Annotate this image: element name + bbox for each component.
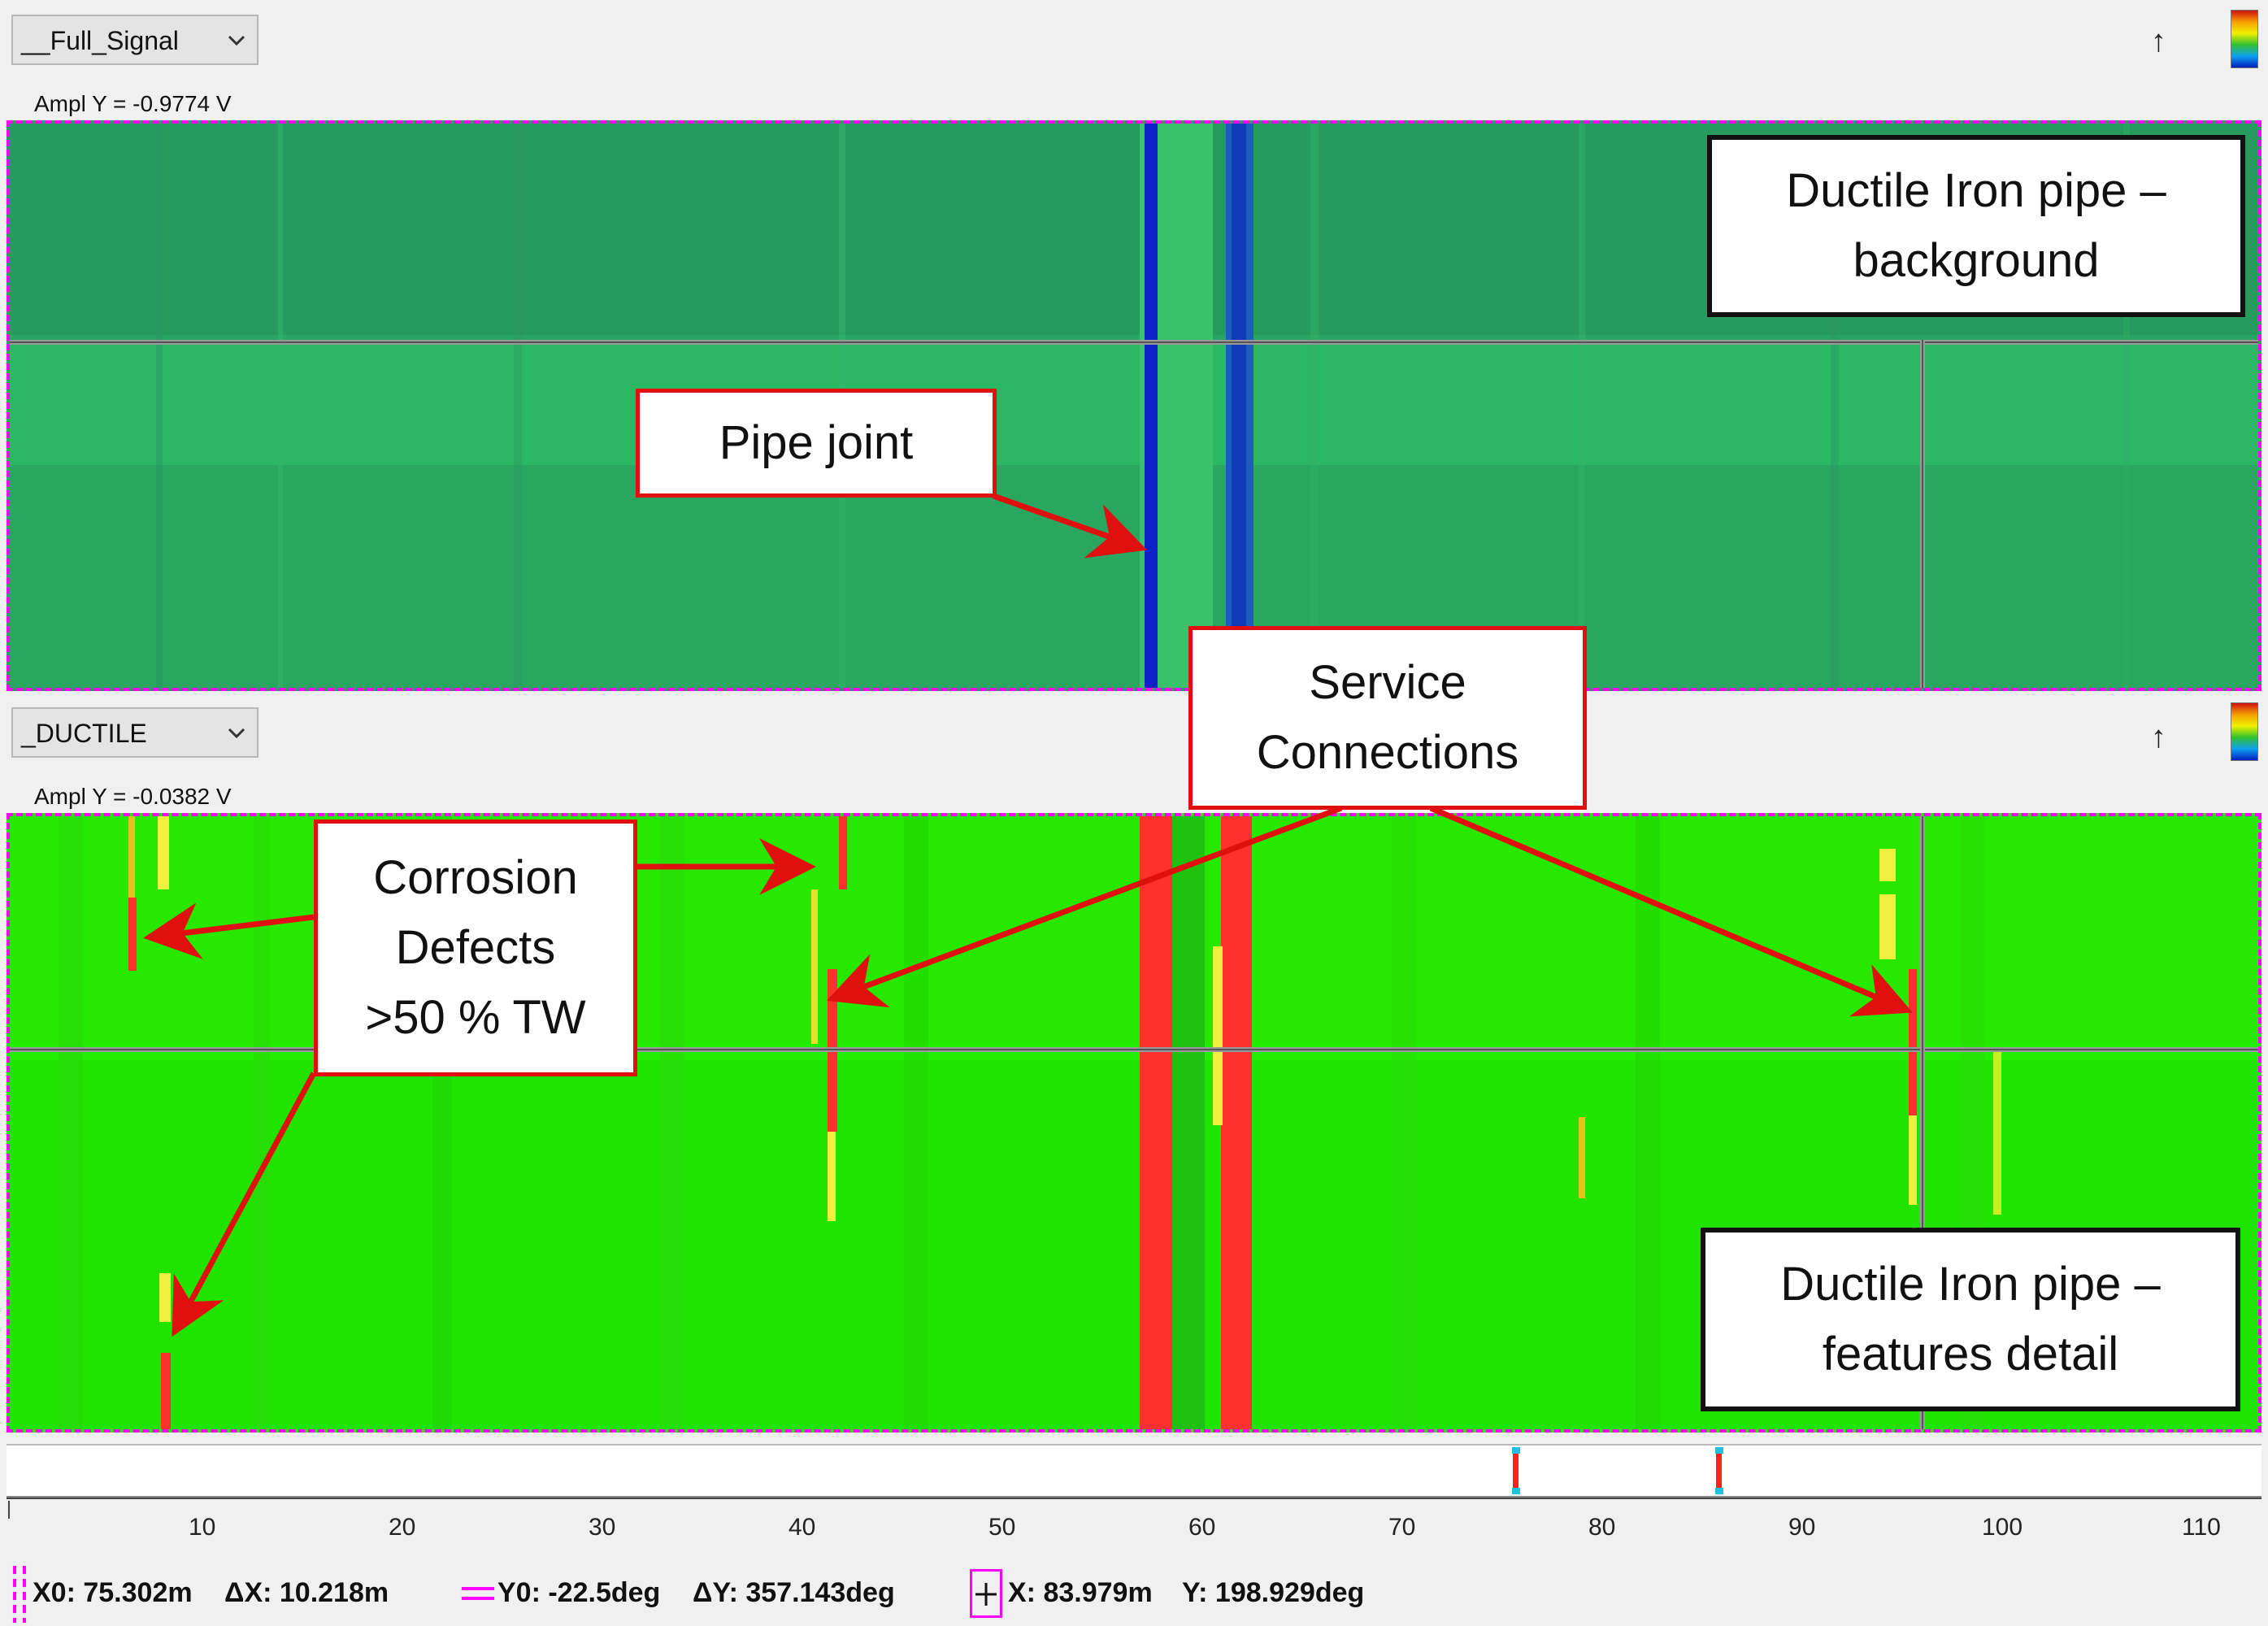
x-tick: 30 bbox=[589, 1514, 616, 1541]
y-cursor-icon bbox=[462, 1587, 494, 1600]
full-signal-texture bbox=[10, 124, 2258, 688]
cursor-dx-value: ΔX: 10.218m bbox=[224, 1577, 389, 1608]
x-tick: 60 bbox=[1188, 1514, 1216, 1541]
x-tick: 20 bbox=[389, 1514, 416, 1541]
features-label-callout: Ductile Iron pipe – features detail bbox=[1701, 1228, 2240, 1411]
cursor-marker-strip[interactable] bbox=[7, 1444, 2261, 1498]
cursor-y0-value: Y0: -22.5deg bbox=[497, 1577, 661, 1608]
x-axis: 10 20 30 40 50 60 70 80 90 100 110 bbox=[0, 1498, 2268, 1554]
cursor-markers bbox=[1512, 1447, 1723, 1494]
cursor-y-value: Y: 198.929deg bbox=[1182, 1577, 1365, 1608]
callout-line: Corrosion bbox=[373, 851, 578, 904]
color-scale-icon[interactable] bbox=[2231, 10, 2258, 68]
filter-select-value: _DUCTILE bbox=[21, 719, 147, 748]
x-tick: 110 bbox=[2182, 1514, 2221, 1541]
top-panel-toolbar: __Full_Signal ↑ bbox=[0, 0, 2268, 69]
pipe-joint-band-left bbox=[1145, 124, 1158, 688]
x-tick: 80 bbox=[1588, 1514, 1616, 1541]
signal-select-value: __Full_Signal bbox=[21, 26, 179, 55]
cursor-status-bar: X0: 75.302m ΔX: 10.218m Y0: -22.5deg ΔY:… bbox=[0, 1554, 2268, 1626]
cursor-x0-value: X0: 75.302m bbox=[33, 1577, 193, 1608]
callout-line: Ductile Iron pipe – bbox=[1786, 164, 2166, 217]
x-cursor-icon bbox=[13, 1566, 26, 1623]
joint-band-right bbox=[1221, 816, 1252, 1429]
callout-line: >50 % TW bbox=[365, 991, 586, 1044]
defect-mark bbox=[161, 1353, 171, 1429]
chevron-down-icon bbox=[228, 728, 245, 739]
defect-mark bbox=[1909, 969, 1917, 1115]
callout-line: Ductile Iron pipe – bbox=[1780, 1258, 2161, 1311]
bottom-panel-toolbar: _DUCTILE ↑ bbox=[0, 696, 2268, 765]
x-tick: 50 bbox=[988, 1514, 1016, 1541]
bottom-amplitude-readout: Ampl Y = -0.0382 V bbox=[34, 784, 232, 809]
joint-band-left bbox=[1140, 816, 1172, 1429]
cursor-x-value: X: 83.979m bbox=[1008, 1577, 1153, 1608]
color-scale-icon[interactable] bbox=[2231, 702, 2258, 761]
cursor-vertical-line[interactable] bbox=[1920, 340, 1925, 688]
panel-divider bbox=[10, 340, 2258, 345]
defect-mark bbox=[839, 816, 847, 889]
crosshair-icon bbox=[970, 1569, 1002, 1618]
x-tick: 90 bbox=[1788, 1514, 1816, 1541]
cursor-vertical-line[interactable] bbox=[1920, 816, 1925, 1429]
cursor-dy-value: ΔY: 357.143deg bbox=[693, 1577, 895, 1608]
panel-divider bbox=[10, 1047, 2258, 1052]
callout-line: Pipe joint bbox=[719, 416, 914, 469]
corrosion-defects-callout: Corrosion Defects >50 % TW bbox=[314, 820, 637, 1076]
cursor-x0-marker bbox=[1513, 1454, 1519, 1488]
callout-line: Service bbox=[1309, 656, 1466, 709]
chevron-down-icon bbox=[228, 35, 245, 46]
service-connections-callout: Service Connections bbox=[1188, 626, 1587, 810]
x-tick: 70 bbox=[1388, 1514, 1416, 1541]
cursor-x1-marker bbox=[1716, 1454, 1722, 1488]
callout-line: features detail bbox=[1822, 1328, 2119, 1380]
signal-select-dropdown[interactable]: __Full_Signal bbox=[11, 15, 259, 65]
background-label-callout: Ductile Iron pipe – background bbox=[1707, 135, 2245, 317]
scroll-up-icon[interactable]: ↑ bbox=[2151, 24, 2166, 59]
top-amplitude-readout: Ampl Y = -0.9774 V bbox=[34, 91, 232, 116]
filter-select-dropdown[interactable]: _DUCTILE bbox=[11, 707, 259, 758]
pipe-joint-band-right bbox=[1232, 124, 1246, 688]
callout-line: background bbox=[1853, 234, 2100, 287]
x-tick: 10 bbox=[189, 1514, 216, 1541]
x-tick: 100 bbox=[1982, 1514, 2023, 1541]
pipe-joint-callout: Pipe joint bbox=[636, 389, 997, 498]
scroll-up-icon[interactable]: ↑ bbox=[2151, 720, 2166, 754]
callout-line: Defects bbox=[395, 921, 556, 974]
x-tick: 40 bbox=[789, 1514, 816, 1541]
defect-mark bbox=[128, 898, 137, 971]
callout-line: Connections bbox=[1256, 726, 1519, 779]
